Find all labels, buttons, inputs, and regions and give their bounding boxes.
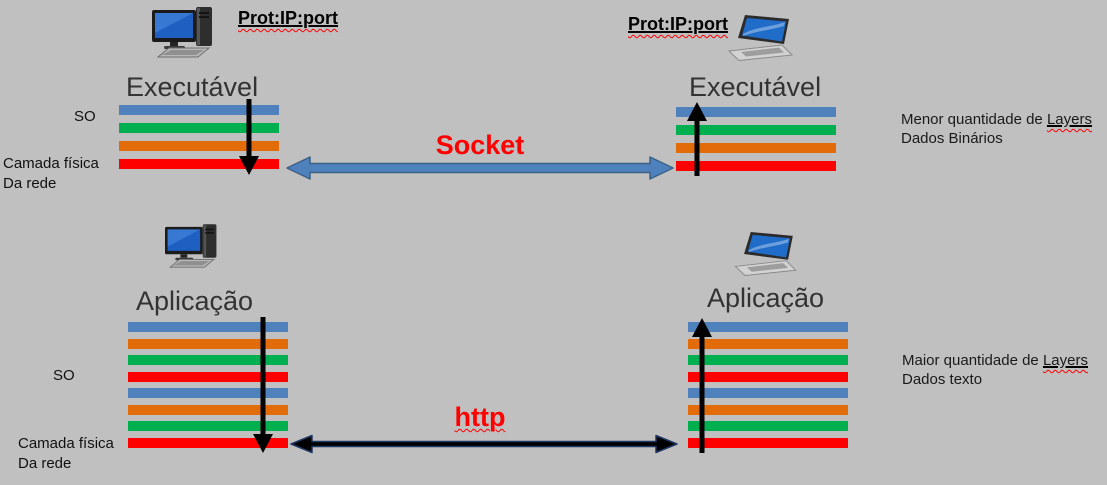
socket-connection-label: Socket	[435, 130, 525, 160]
layer-stack-top-right	[676, 107, 836, 171]
note-socket: Menor quantidade de Layers Dados Binário…	[901, 110, 1092, 148]
so-label-top: SO	[74, 108, 96, 125]
note-http-prefix: Maior quantidade de	[902, 352, 1043, 369]
physical-layer-line2: Da rede	[3, 175, 57, 192]
stack-title-executavel-left: Executável	[126, 72, 259, 102]
layer-bar-blue	[119, 105, 279, 115]
desktop-computer-icon	[165, 218, 225, 270]
desktop-computer-icon	[152, 2, 222, 58]
layer-bar-blue	[676, 107, 836, 117]
layer-bar-orange	[128, 404, 288, 415]
laptop-icon	[727, 15, 797, 61]
physical-layer-line1: Camada física	[18, 435, 114, 452]
layer-bar-red	[128, 371, 288, 382]
layer-bar-red	[128, 437, 288, 448]
note-http: Maior quantidade de Layers Dados texto	[902, 351, 1088, 389]
layer-bar-blue	[128, 388, 288, 398]
http-connection-label: http	[400, 402, 560, 433]
laptop-icon	[732, 232, 802, 276]
http-connection-label-text: http	[454, 402, 506, 432]
so-label-bottom: SO	[53, 367, 75, 384]
stack-title-aplicacao-right: Aplicação	[707, 283, 825, 313]
physical-layer-label-top: Camada física Da rede	[3, 154, 99, 194]
layer-bar-green	[128, 421, 288, 431]
protocol-label-right: Prot:IP:port	[628, 14, 728, 35]
note-http-line2: Dados texto	[902, 371, 983, 388]
layer-stack-top-left	[119, 105, 279, 169]
layer-bar-red	[688, 437, 848, 448]
layer-bar-orange	[688, 404, 848, 415]
down-arrow-icon	[237, 99, 261, 175]
layer-bar-red	[688, 371, 848, 382]
layer-bar-orange	[688, 338, 848, 349]
layer-bar-green	[128, 355, 288, 365]
down-arrow-icon	[251, 317, 275, 453]
http-double-arrow-icon	[289, 433, 679, 455]
layer-bar-blue	[688, 388, 848, 398]
layer-bar-orange	[119, 141, 279, 151]
physical-layer-label-bottom: Camada física Da rede	[18, 434, 114, 474]
stack-title-aplicacao-left: Aplicação	[136, 286, 254, 316]
layer-bar-green	[676, 125, 836, 135]
note-socket-prefix: Menor quantidade de	[901, 111, 1047, 128]
protocol-label-left: Prot:IP:port	[238, 8, 338, 29]
note-socket-line2: Dados Binários	[901, 130, 1003, 147]
socket-double-arrow-icon	[285, 155, 675, 181]
layer-bar-green	[119, 123, 279, 133]
note-socket-layers-word: Layers	[1046, 111, 1092, 128]
protocol-label-right-text: Prot:IP:port	[628, 14, 728, 34]
protocol-label-left-text: Prot:IP:port	[238, 8, 338, 28]
layer-bar-red	[676, 161, 836, 171]
layer-bar-green	[688, 355, 848, 365]
stack-title-executavel-right: Executável	[689, 72, 822, 102]
layer-stack-bottom-left	[128, 322, 288, 448]
note-http-layers-word: Layers	[1042, 352, 1088, 369]
layer-bar-red	[119, 159, 279, 169]
layer-stack-bottom-right	[688, 322, 848, 448]
layer-bar-blue	[688, 322, 848, 332]
layer-bar-orange	[128, 338, 288, 349]
up-arrow-icon	[685, 102, 709, 176]
up-arrow-icon	[690, 318, 714, 453]
layer-bar-orange	[676, 143, 836, 153]
layer-bar-blue	[128, 322, 288, 332]
layer-bar-green	[688, 421, 848, 431]
physical-layer-line1: Camada física	[3, 155, 99, 172]
physical-layer-line2: Da rede	[18, 455, 72, 472]
